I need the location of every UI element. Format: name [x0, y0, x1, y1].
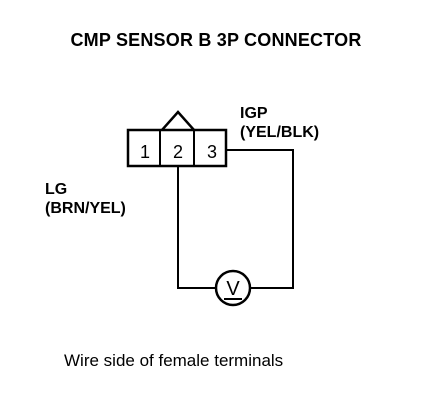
- igp-wire-name: IGP: [240, 105, 268, 122]
- lg-label: LG (BRN/YEL): [45, 180, 126, 218]
- connector-3p: 1 2 3: [126, 110, 228, 168]
- voltmeter-symbol: V: [226, 278, 240, 300]
- igp-wire: [226, 149, 294, 289]
- lg-wire-color: (BRN/YEL): [45, 200, 126, 217]
- diagram-caption: Wire side of female terminals: [64, 351, 284, 370]
- lg-wire-name: LG: [45, 181, 68, 198]
- lg-wire: [177, 166, 216, 289]
- igp-wire-color: (YEL/BLK): [240, 124, 320, 141]
- test-circuit: [177, 149, 294, 289]
- terminal-1-label: 1: [140, 142, 150, 162]
- igp-label: IGP (YEL/BLK): [240, 104, 319, 142]
- voltmeter-body: [214, 269, 252, 307]
- connector-housing: [126, 128, 228, 168]
- terminal-3-label: 3: [207, 142, 217, 162]
- locking-tab: [161, 110, 195, 131]
- voltmeter: V: [214, 269, 252, 307]
- terminal-2-label: 2: [173, 142, 183, 162]
- diagram-title: CMP SENSOR B 3P CONNECTOR: [70, 30, 362, 50]
